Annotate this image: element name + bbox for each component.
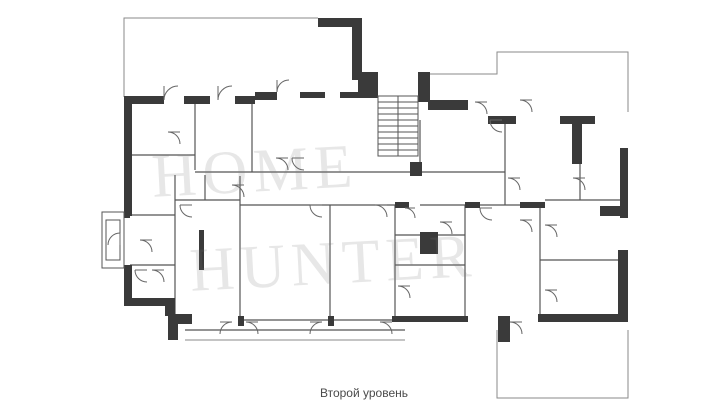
walls — [124, 18, 628, 342]
left-balcony — [101, 211, 125, 269]
terrace-top-left — [123, 17, 318, 97]
plan-caption: Второй уровень — [319, 386, 409, 400]
staircase — [377, 95, 419, 157]
terrace-top-right — [430, 51, 629, 112]
terrace-bottom-right — [496, 330, 629, 399]
column — [199, 230, 204, 270]
doors — [107, 79, 586, 335]
